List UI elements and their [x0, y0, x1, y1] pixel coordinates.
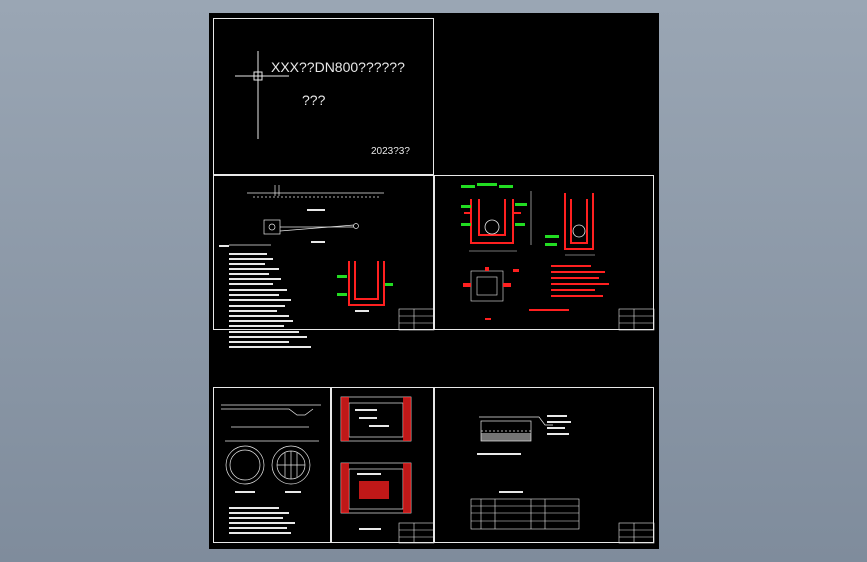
cover-subtitle: ??? [302, 92, 326, 108]
shaft-section-sheet-frame [434, 175, 654, 330]
cover-sheet-frame [213, 18, 434, 175]
drawing-sheet[interactable]: XXX??DN800?????? ??? 2023?3? [209, 13, 659, 549]
plan-sheet-frame [213, 175, 434, 330]
cover-crosshair [235, 51, 289, 139]
pit-section-sheet-frame [331, 387, 434, 543]
trench-detail-sheet-frame [434, 387, 654, 543]
cover-title: XXX??DN800?????? [271, 59, 405, 75]
cover-date: 2023?3? [371, 146, 410, 157]
manhole-detail-sheet-frame [213, 387, 331, 543]
drawing-linework [219, 183, 655, 544]
